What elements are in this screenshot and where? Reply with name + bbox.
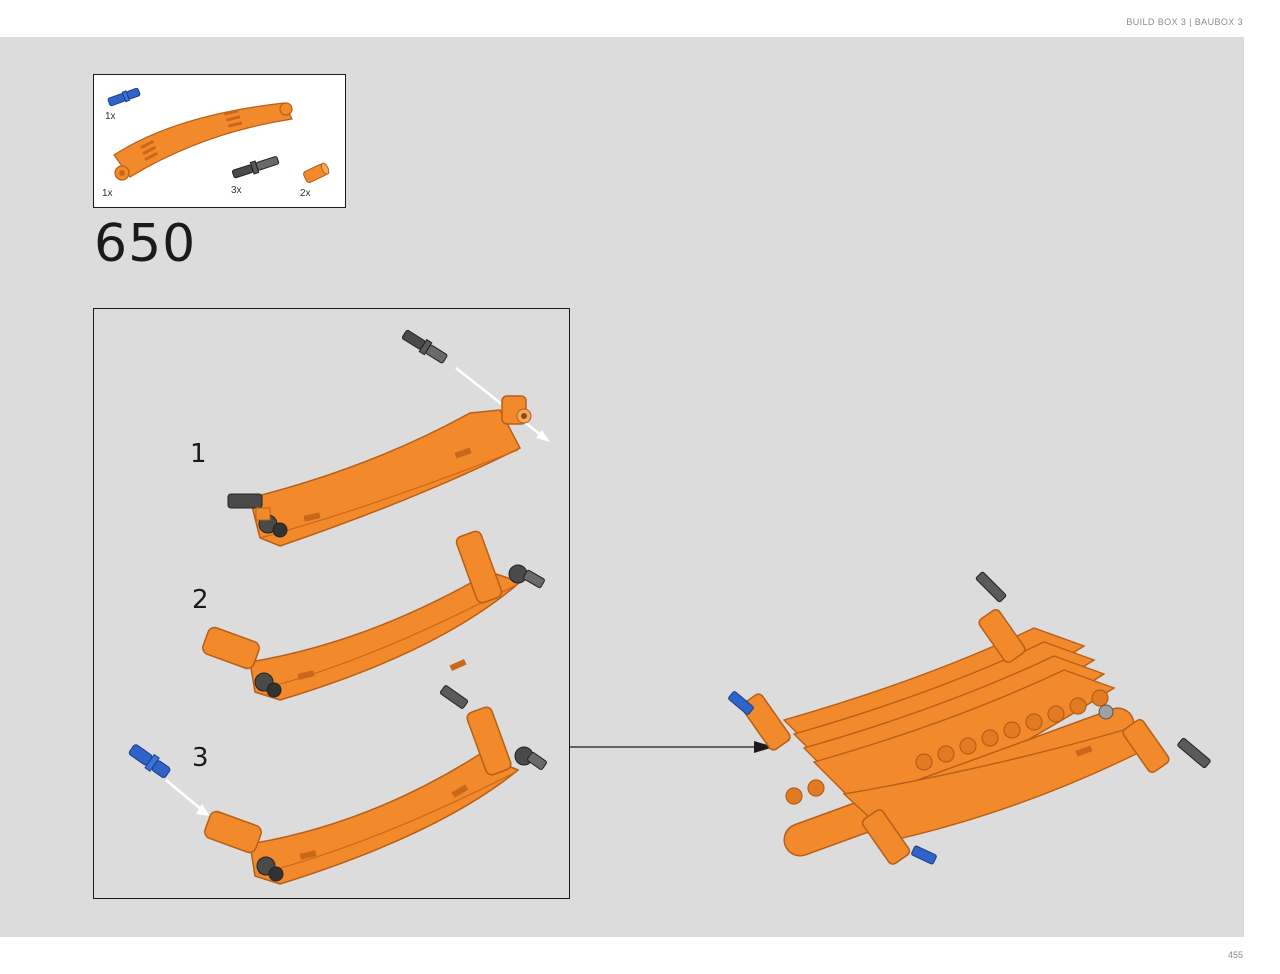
substep-label-2: 2 [192, 585, 209, 615]
dark-grey-axle-pin-icon [508, 564, 545, 589]
blue-pin-icon [728, 691, 937, 865]
insert-arrow [455, 367, 543, 437]
arrow-head [536, 430, 550, 442]
blue-pin-icon [107, 87, 141, 107]
result-arrow [570, 741, 774, 753]
blue-pin-icon [128, 744, 171, 779]
substep-label-1: 1 [190, 439, 207, 469]
parts-list: 1x 1x 3x 2x [93, 74, 346, 208]
orange-bush-icon [303, 162, 330, 184]
final-assembly-illustration [728, 571, 1211, 865]
substep-1-illustration [227, 329, 550, 547]
qty-blue-pin: 1x [105, 111, 116, 122]
dark-grey-axle-pin-icon [231, 156, 280, 179]
arrow-head [196, 804, 210, 816]
qty-orange-bush: 2x [300, 188, 311, 199]
dark-grey-axle-pin-icon [439, 685, 547, 770]
dark-grey-axle-pin-icon [401, 329, 448, 364]
qty-orange-curved-panel: 1x [102, 188, 113, 199]
dark-grey-axle-pin-icon [975, 571, 1211, 769]
substep-label-3: 3 [192, 743, 209, 773]
page-number: 455 [1227, 950, 1243, 960]
orange-curved-panel-icon [113, 102, 293, 181]
step-number: 650 [94, 214, 197, 274]
header-book-label: BUILD BOX 3 | BAUBOX 3 [1126, 17, 1243, 27]
qty-dark-grey-axle-pin: 3x [231, 185, 242, 196]
insert-arrow [165, 779, 203, 811]
substep-frame: 1 2 3 [93, 308, 570, 899]
substep-3-illustration [128, 685, 547, 885]
substep-2-illustration [202, 530, 545, 701]
